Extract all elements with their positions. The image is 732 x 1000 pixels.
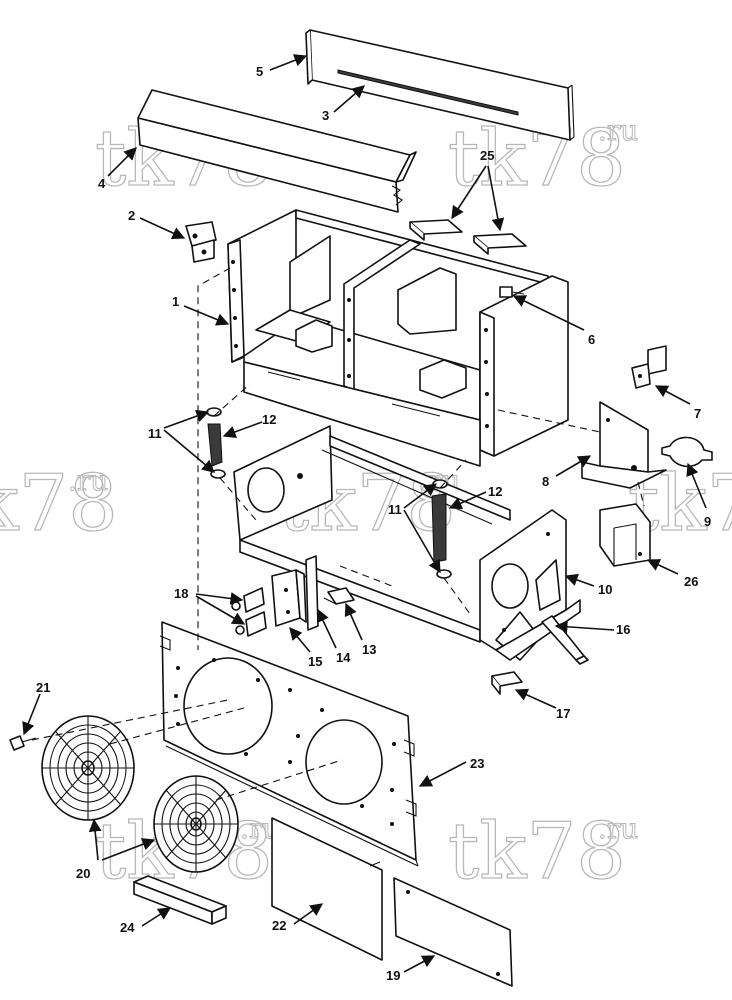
part-18-brackets — [231, 587, 267, 637]
part-2-bracket — [185, 221, 217, 263]
part-12-hose-right — [431, 493, 447, 563]
callout-17: 17 — [556, 706, 570, 721]
callout-5: 5 — [256, 64, 263, 79]
callout-1: 1 — [172, 294, 179, 309]
part-4-cover-channel — [137, 89, 417, 213]
alignment-lines — [31, 267, 645, 801]
callout-21: 21 — [36, 680, 50, 695]
part-7-bracket — [631, 345, 667, 389]
callout-6: 6 — [588, 332, 595, 347]
part-3-gasket-strip — [337, 69, 519, 116]
part-22-plate — [271, 817, 383, 961]
callout-2: 2 — [128, 208, 135, 223]
part-10-lower-frame — [233, 425, 581, 661]
part-20-fan-guard-2 — [153, 775, 239, 873]
part-19-plate — [393, 877, 513, 987]
part-6-bolt — [499, 286, 525, 298]
part-14-bar — [305, 555, 319, 631]
part-15-block — [271, 569, 307, 627]
callout-24: 24 — [120, 920, 135, 935]
callout-26: 26 — [684, 574, 698, 589]
part-26-bracket — [599, 503, 651, 567]
callout-13: 13 — [362, 642, 376, 657]
part-13-clip — [323, 587, 355, 605]
callout-22: 22 — [272, 918, 286, 933]
callout-11: 11 — [388, 502, 402, 517]
part-5-top-cover — [305, 29, 575, 141]
callout-19: 19 — [386, 968, 400, 983]
part-12-hose-left — [207, 423, 223, 467]
part-9-clamp — [661, 436, 713, 468]
callout-7: 7 — [694, 406, 701, 421]
callout-25: 25 — [480, 148, 494, 163]
callout-11: 11 — [148, 426, 162, 441]
part-1-main-housing — [227, 209, 569, 467]
callout-15: 15 — [308, 654, 322, 669]
part-17-pad — [491, 671, 523, 695]
callout-8: 8 — [542, 474, 549, 489]
callout-12: 12 — [488, 484, 502, 499]
callout-3: 3 — [322, 108, 329, 123]
part-21-bolt — [9, 735, 37, 751]
part-23-fan-panel — [159, 621, 419, 867]
callout-labels: 5 3 4 2 25 1 6 7 8 9 26 10 11 12 12 11 1… — [36, 64, 711, 983]
watermark-suffix: .ru — [68, 464, 108, 497]
callout-4: 4 — [98, 176, 106, 191]
callout-16: 16 — [616, 622, 630, 637]
part-24-foam-strip — [133, 875, 227, 925]
callout-9: 9 — [704, 514, 711, 529]
callout-23: 23 — [470, 756, 484, 771]
part-25-brackets — [409, 219, 527, 255]
callout-12: 12 — [262, 412, 276, 427]
callout-14: 14 — [336, 650, 351, 665]
part-16-strap — [541, 615, 589, 665]
watermark-text: tk78 — [0, 459, 118, 549]
callout-10: 10 — [598, 582, 612, 597]
part-8-mount-bracket — [581, 401, 667, 489]
watermark-suffix: .ru — [598, 812, 638, 845]
leader-arrows — [22, 54, 707, 973]
watermark-text: tk78 — [448, 807, 626, 897]
callout-20: 20 — [76, 866, 90, 881]
callout-18: 18 — [174, 586, 188, 601]
part-20-fan-guard-1 — [41, 715, 135, 821]
watermark-suffix: .ru — [598, 114, 638, 147]
